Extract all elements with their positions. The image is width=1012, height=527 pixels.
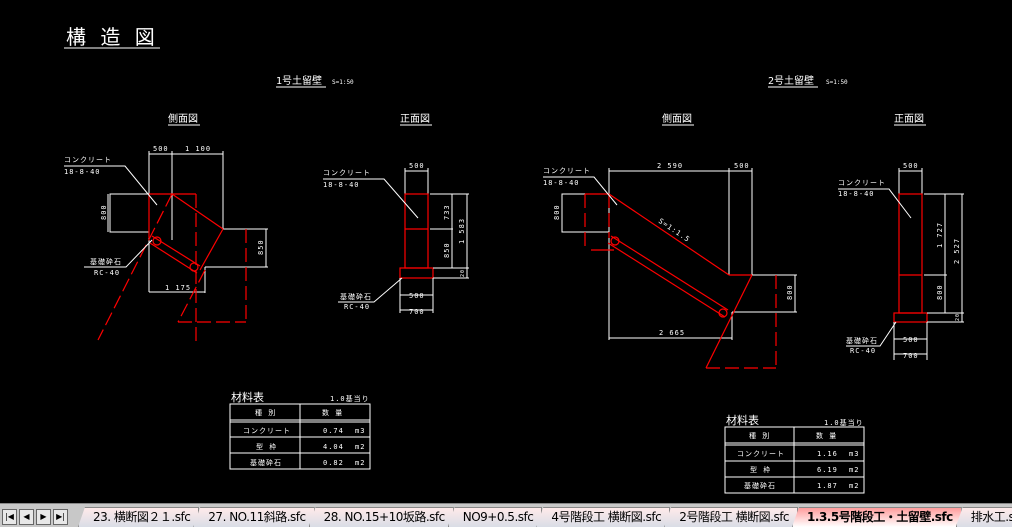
table-cell: 基礎砕石 <box>744 481 776 490</box>
dim-label: 800 <box>786 284 794 300</box>
table-cell: 6.19 <box>817 466 838 474</box>
drawing-canvas[interactable]: 構 造 図 1号土留壁 S=1:50 側面図 正面図 500 1 100 800… <box>0 0 1012 503</box>
dim-label: 1 583 <box>458 218 466 244</box>
concrete-spec: 18-8-40 <box>323 181 360 189</box>
material-table-1: 材料表 1.0基当り 種 別 数 量 コンクリート 0.74 m3 型 枠 4.… <box>229 390 371 470</box>
dim-label: 733 <box>443 204 451 220</box>
dim-label: 1 175 <box>165 284 191 292</box>
table-cell: m2 <box>849 466 859 474</box>
wall2-side-view: 2 590 500 800 800 2 665 S=1:1.5 コンクリート 1… <box>543 162 797 369</box>
dim-label: 500 <box>409 292 425 300</box>
gravel-spec: RC-40 <box>850 347 876 355</box>
wall2-scale: S=1:50 <box>826 79 848 86</box>
concrete-label: コンクリート <box>323 169 371 177</box>
dim-label: 500 <box>903 336 919 344</box>
sheet-tab-bar: |◀ ◀ ▶ ▶| 23. 横断図２１.sfc 27. NO.11斜路.sfc … <box>0 503 1012 527</box>
dim-label: 700 <box>903 352 919 360</box>
dim-label: 2 590 <box>657 162 683 170</box>
table-cell: m2 <box>355 443 365 451</box>
dim-label: 20 <box>955 313 961 321</box>
dim-label: 800 <box>553 204 561 220</box>
tab-28-no15-ramp[interactable]: 28. NO.15+10坂路.sfc <box>308 507 454 527</box>
table-header: 種 別 <box>255 408 276 417</box>
gravel-label: 基礎砕石 <box>340 292 372 301</box>
table-cell: コンクリート <box>737 450 785 458</box>
first-tab-button[interactable]: |◀ <box>2 509 17 525</box>
material-table-2: 材料表 1.0基当り 種 別 数 量 コンクリート 1.16 m3 型 枠 6.… <box>724 413 865 494</box>
concrete-spec: 18-8-40 <box>543 179 580 187</box>
gravel-spec: RC-40 <box>94 269 120 277</box>
table-title: 材料表 <box>726 413 759 427</box>
table-header: 種 別 <box>749 431 770 440</box>
table-unit-note: 1.0基当り <box>824 418 864 427</box>
table-cell: 0.82 <box>323 459 344 467</box>
wall2-title: 2号土留壁 <box>768 74 814 87</box>
table-cell: 4.04 <box>323 443 344 451</box>
wall2-front-view: 500 1 727 800 2 527 20 500 700 コンクリート 18… <box>838 162 964 360</box>
dim-label: 800 <box>100 204 108 220</box>
drawing-title: 構 造 図 <box>66 25 159 49</box>
table-cell: 1.87 <box>817 482 838 490</box>
wall2-side-title: 側面図 <box>662 112 692 125</box>
gravel-spec: RC-40 <box>344 303 370 311</box>
dim-label: 500 <box>734 162 750 170</box>
tab-4-stairs[interactable]: 4号階段工 横断図.sfc <box>536 507 671 527</box>
tab-retaining-wall-active[interactable]: 1.3.5号階段工・土留壁.sfc <box>792 507 962 527</box>
gravel-label: 基礎砕石 <box>846 336 878 345</box>
table-unit-note: 1.0基当り <box>330 394 370 403</box>
table-cell: 1.16 <box>817 450 838 458</box>
table-header: 数 量 <box>322 408 343 417</box>
prev-tab-button[interactable]: ◀ <box>19 509 34 525</box>
table-cell: 型 枠 <box>256 442 277 451</box>
dim-label: 1 727 <box>936 222 944 248</box>
tab-no9[interactable]: NO9+0.5.sfc <box>447 507 543 527</box>
dim-label: 500 <box>153 145 169 153</box>
table-title: 材料表 <box>231 390 264 404</box>
concrete-label: コンクリート <box>838 179 886 187</box>
last-tab-button[interactable]: ▶| <box>53 509 68 525</box>
dim-label: 850 <box>257 239 265 255</box>
table-cell: m2 <box>355 459 365 467</box>
dim-label: 2 665 <box>659 329 685 337</box>
concrete-spec: 18-8-40 <box>838 190 875 198</box>
dim-label: 500 <box>409 162 425 170</box>
table-cell: m3 <box>355 427 365 435</box>
table-cell: 基礎砕石 <box>250 458 282 467</box>
concrete-label: コンクリート <box>64 156 112 164</box>
dim-label: 700 <box>409 308 425 316</box>
dim-label: 850 <box>443 242 451 258</box>
wall1-front-title: 正面図 <box>400 113 430 125</box>
concrete-label: コンクリート <box>543 167 591 175</box>
tab-drainage[interactable]: 排水工.sfc <box>955 507 1012 527</box>
tab-27-no11-slope[interactable]: 27. NO.11斜路.sfc <box>193 507 315 527</box>
concrete-spec: 18-8-40 <box>64 168 101 176</box>
table-header: 数 量 <box>816 431 837 440</box>
gravel-label: 基礎砕石 <box>90 257 122 266</box>
dim-label: 20 <box>460 269 466 277</box>
tab-23-cross-section[interactable]: 23. 横断図２１.sfc <box>78 507 200 527</box>
wall1-title: 1号土留壁 <box>276 74 322 87</box>
table-cell: m3 <box>849 450 859 458</box>
dim-label: 2 527 <box>953 238 961 264</box>
tab-navigation: |◀ ◀ ▶ ▶| <box>2 506 70 526</box>
wall1-side-title: 側面図 <box>168 112 198 125</box>
table-cell: コンクリート <box>243 427 291 435</box>
dim-label: 800 <box>936 284 944 300</box>
wall1-front-view: 500 733 850 1 583 20 500 700 コンクリート 18-8… <box>323 162 469 316</box>
wall1-scale: S=1:50 <box>332 79 354 86</box>
table-cell: 型 枠 <box>750 465 771 474</box>
dim-label: 500 <box>903 162 919 170</box>
tab-2-stairs[interactable]: 2号階段工 横断図.sfc <box>664 507 799 527</box>
dim-label: 1 100 <box>185 145 211 153</box>
table-cell: 0.74 <box>323 427 344 435</box>
table-cell: m2 <box>849 482 859 490</box>
wall2-front-title: 正面図 <box>894 113 924 125</box>
wall1-side-view: 500 1 100 800 850 1 175 コンクリート 18-8-40 基… <box>64 145 268 345</box>
next-tab-button[interactable]: ▶ <box>36 509 51 525</box>
